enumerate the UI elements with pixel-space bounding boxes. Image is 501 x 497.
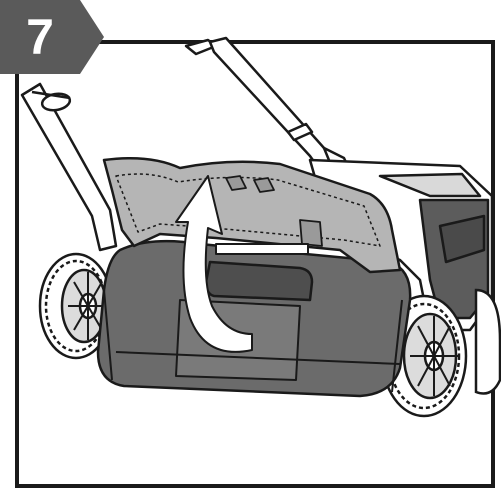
opened-lid xyxy=(102,156,402,274)
arrow-up-icon xyxy=(175,175,253,353)
step-badge xyxy=(0,0,104,74)
far-right-wheel xyxy=(474,288,501,395)
step-number: 7 xyxy=(26,9,54,65)
